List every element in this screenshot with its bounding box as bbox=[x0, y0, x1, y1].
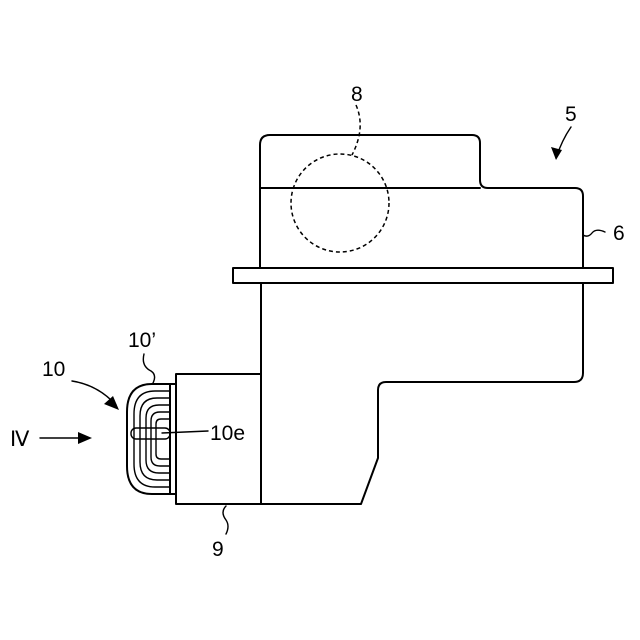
label-5: 5 bbox=[565, 103, 577, 126]
label-9: 9 bbox=[212, 538, 224, 561]
housing-upper bbox=[260, 135, 583, 268]
label-10: 10 bbox=[42, 358, 65, 381]
label-10e: 10e bbox=[210, 422, 245, 445]
label-10-prime: 10’ bbox=[128, 329, 156, 352]
ribbed-cap bbox=[127, 384, 170, 494]
label-8: 8 bbox=[351, 83, 363, 106]
label-view-direction: Ⅳ bbox=[10, 428, 30, 451]
arrow-head-view bbox=[78, 432, 92, 444]
housing-lower bbox=[261, 283, 583, 504]
hidden-circle bbox=[291, 154, 389, 252]
arrow-head-10 bbox=[104, 396, 119, 410]
label-6: 6 bbox=[613, 222, 625, 245]
arrow-head-5 bbox=[551, 147, 562, 160]
leader-lines bbox=[40, 105, 605, 534]
flange-plate bbox=[233, 268, 613, 283]
